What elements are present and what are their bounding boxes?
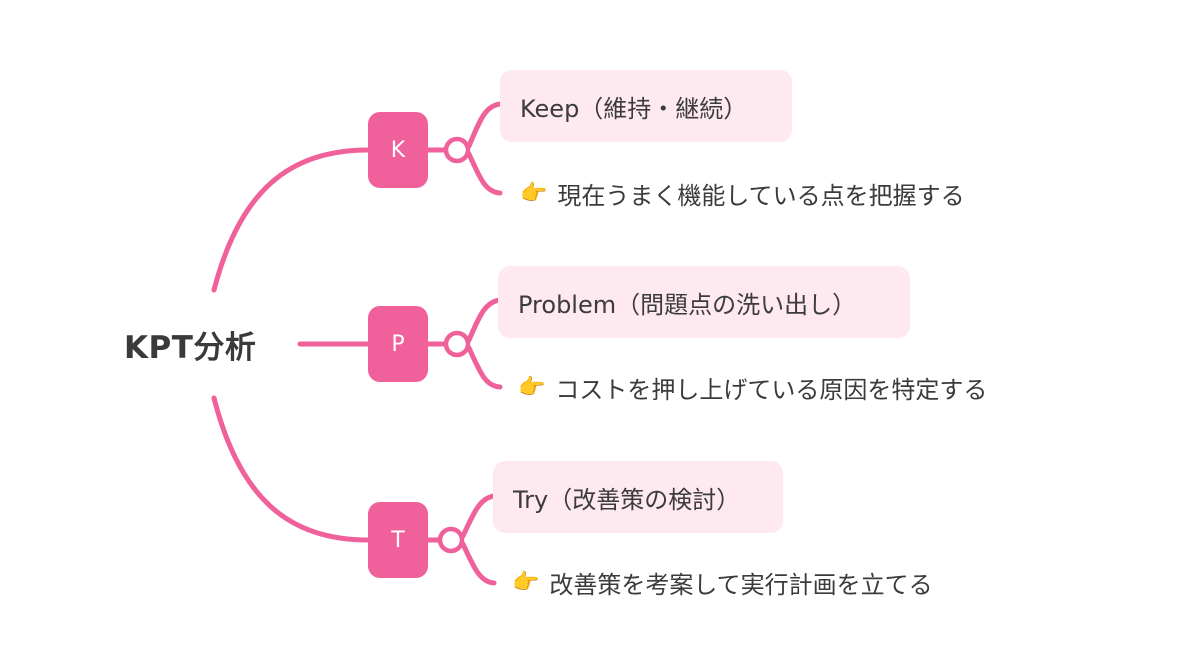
branch-k-title: Keep（維持・継続） xyxy=(500,70,792,142)
branch-t-description: 改善策を考案して実行計画を立てる xyxy=(549,570,933,599)
connector-root-to-t xyxy=(211,395,371,543)
branch-t-title: Try（改善策の検討） xyxy=(493,461,783,533)
branch-p-title: Problem（問題点の洗い出し） xyxy=(498,266,910,338)
node-k-circle xyxy=(443,136,471,164)
connector-t-to-desc xyxy=(460,541,497,586)
connector-root-to-k xyxy=(211,147,371,293)
branch-p-letter: P xyxy=(368,306,428,382)
pointing-hand-icon: 👉 xyxy=(512,569,540,595)
pointing-hand-icon: 👉 xyxy=(518,374,546,400)
root-topic: KPT分析 xyxy=(124,330,257,366)
connector-k-to-desc xyxy=(466,151,503,196)
branch-p-description: コストを押し上げている原因を特定する xyxy=(555,375,988,404)
node-t-circle xyxy=(437,526,465,554)
connector-p-to-title xyxy=(466,297,503,343)
connector-k-to-title xyxy=(466,101,503,149)
connector-t-to-title xyxy=(460,493,497,539)
branch-p-description-row: 👉 コストを押し上げている原因を特定する xyxy=(518,367,987,407)
branch-t-letter: T xyxy=(368,502,428,578)
branch-k-description-row: 👉 現在うまく機能している点を把握する xyxy=(520,173,965,213)
branch-k-letter: K xyxy=(368,112,428,188)
connector-p-to-desc xyxy=(466,345,503,390)
pointing-hand-icon: 👉 xyxy=(520,180,548,206)
node-p-circle xyxy=(443,330,471,358)
branch-k-description: 現在うまく機能している点を把握する xyxy=(557,181,965,210)
branch-t-description-row: 👉 改善策を考案して実行計画を立てる xyxy=(512,562,933,602)
